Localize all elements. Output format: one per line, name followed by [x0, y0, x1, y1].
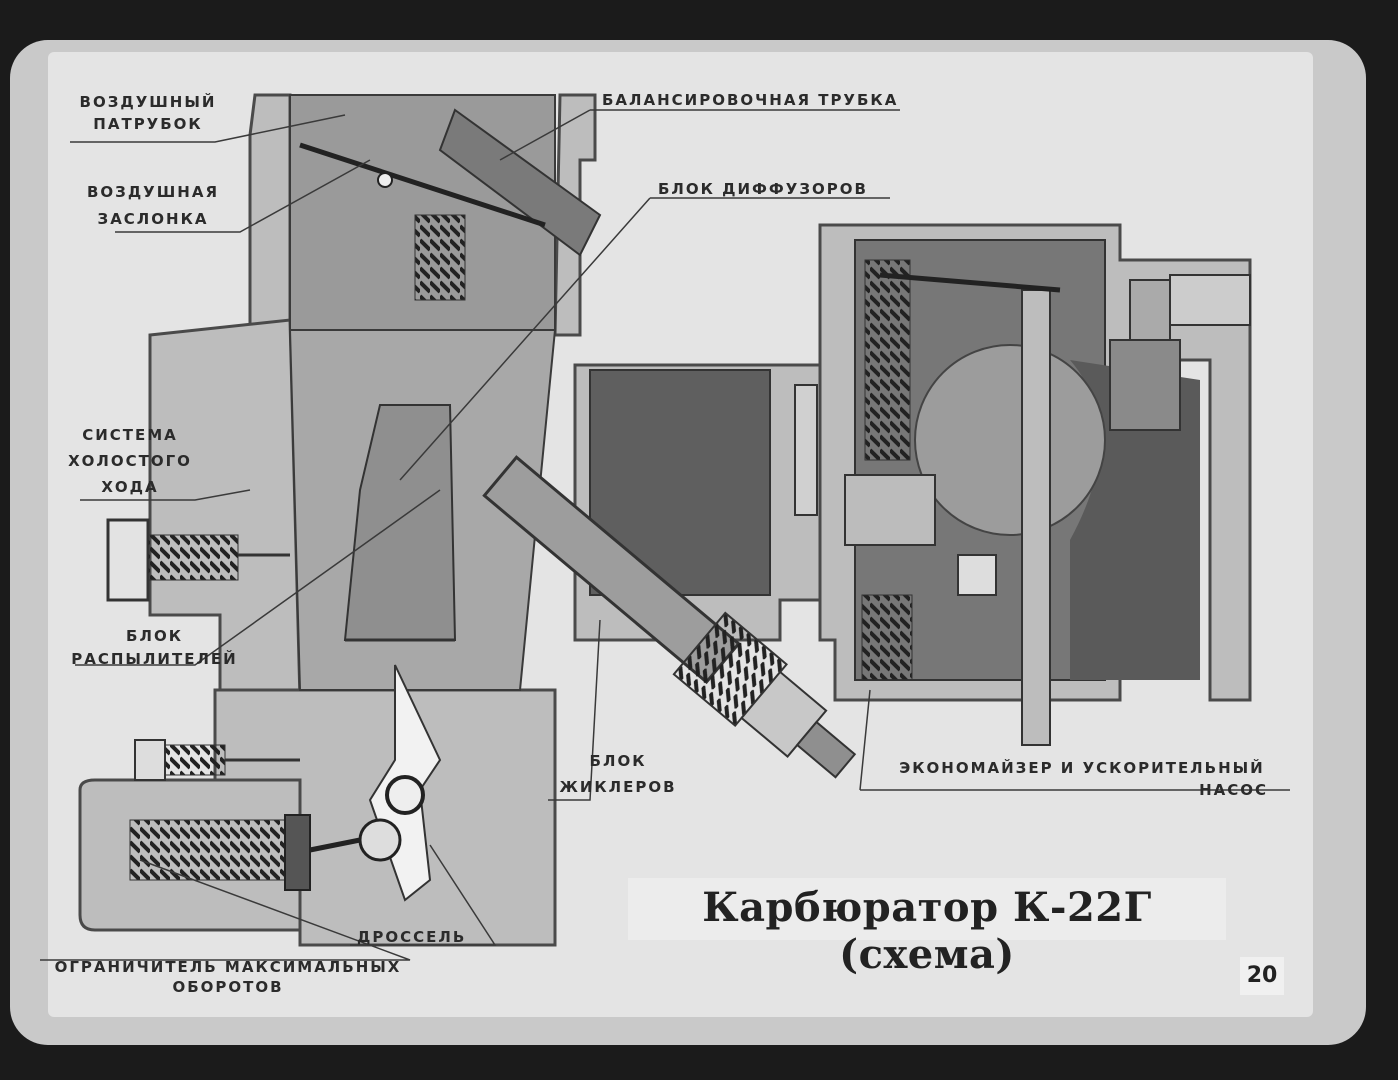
fuel-inlet-fitting [1109, 274, 1251, 431]
sprayer-block-label-line1: БЛОК [126, 627, 183, 645]
choke-label: ВОЗДУШНАЯ ЗАСЛОНКА [78, 183, 228, 228]
governor-spring [129, 814, 361, 891]
mixture-screw [134, 739, 300, 781]
governor-label: ОГРАНИЧИТЕЛЬ МАКСИМАЛЬНЫХ ОБОРОТОВ [48, 958, 408, 996]
economizer-label-line1: ЭКОНОМАЙЗЕР И УСКОРИТЕЛЬНЫЙ [899, 759, 1265, 777]
choke-valve [299, 142, 546, 301]
idle-system-label-line2: ХОЛОСТОГО [68, 452, 192, 470]
economizer-label: ЭКОНОМАЙЗЕР И УСКОРИТЕЛЬНЫЙ НАСОС [876, 759, 1288, 799]
title-box: Карбюратор К-22Г (схема) [628, 878, 1226, 978]
page-number: 20 [1240, 957, 1284, 995]
balance-tube-label: БАЛАНСИРОВОЧНАЯ ТРУБКА [602, 91, 899, 109]
idle-screw [106, 518, 290, 602]
economizer-label-line2: НАСОС [1199, 781, 1268, 799]
economizer-pump [794, 259, 1061, 746]
diagram-title: Карбюратор К-22Г (схема) [702, 884, 1152, 978]
jet-block [482, 455, 857, 779]
governor-label-line1: ОГРАНИЧИТЕЛЬ МАКСИМАЛЬНЫХ [54, 958, 402, 976]
jet-block-label: БЛОК ЖИКЛЕРОВ [548, 752, 688, 796]
throttle-label: ДРОССЕЛЬ [357, 928, 467, 946]
sprayer-block-label-line2: РАСПЫЛИТЕЛЕЙ [71, 650, 238, 668]
jet-block-label-line1: БЛОК [589, 752, 647, 770]
throttle-lever [358, 664, 442, 902]
leader-lines [40, 109, 1290, 961]
balance-tube [438, 108, 602, 257]
idle-system-label-line1: СИСТЕМА [82, 426, 178, 444]
choke-label-line2: ЗАСЛОНКА [97, 210, 209, 228]
idle-system-label-line3: ХОДА [101, 478, 159, 496]
governor-label-line2: ОБОРОТОВ [172, 978, 284, 996]
idle-system-label: СИСТЕМА ХОЛОСТОГО ХОДА [60, 426, 200, 496]
choke-label-line1: ВОЗДУШНАЯ [86, 183, 219, 201]
air-inlet-label: ВОЗДУШНЫЙ ПАТРУБОК [78, 93, 218, 133]
jet-block-label-line2: ЖИКЛЕРОВ [559, 778, 677, 796]
air-inlet-label-line2: ПАТРУБОК [93, 115, 203, 133]
sprayer-block-label: БЛОК РАСПЫЛИТЕЛЕЙ [62, 627, 247, 668]
air-inlet-label-line1: ВОЗДУШНЫЙ [79, 93, 217, 111]
diffuser-block-label: БЛОК ДИФФУЗОРОВ [658, 180, 868, 198]
